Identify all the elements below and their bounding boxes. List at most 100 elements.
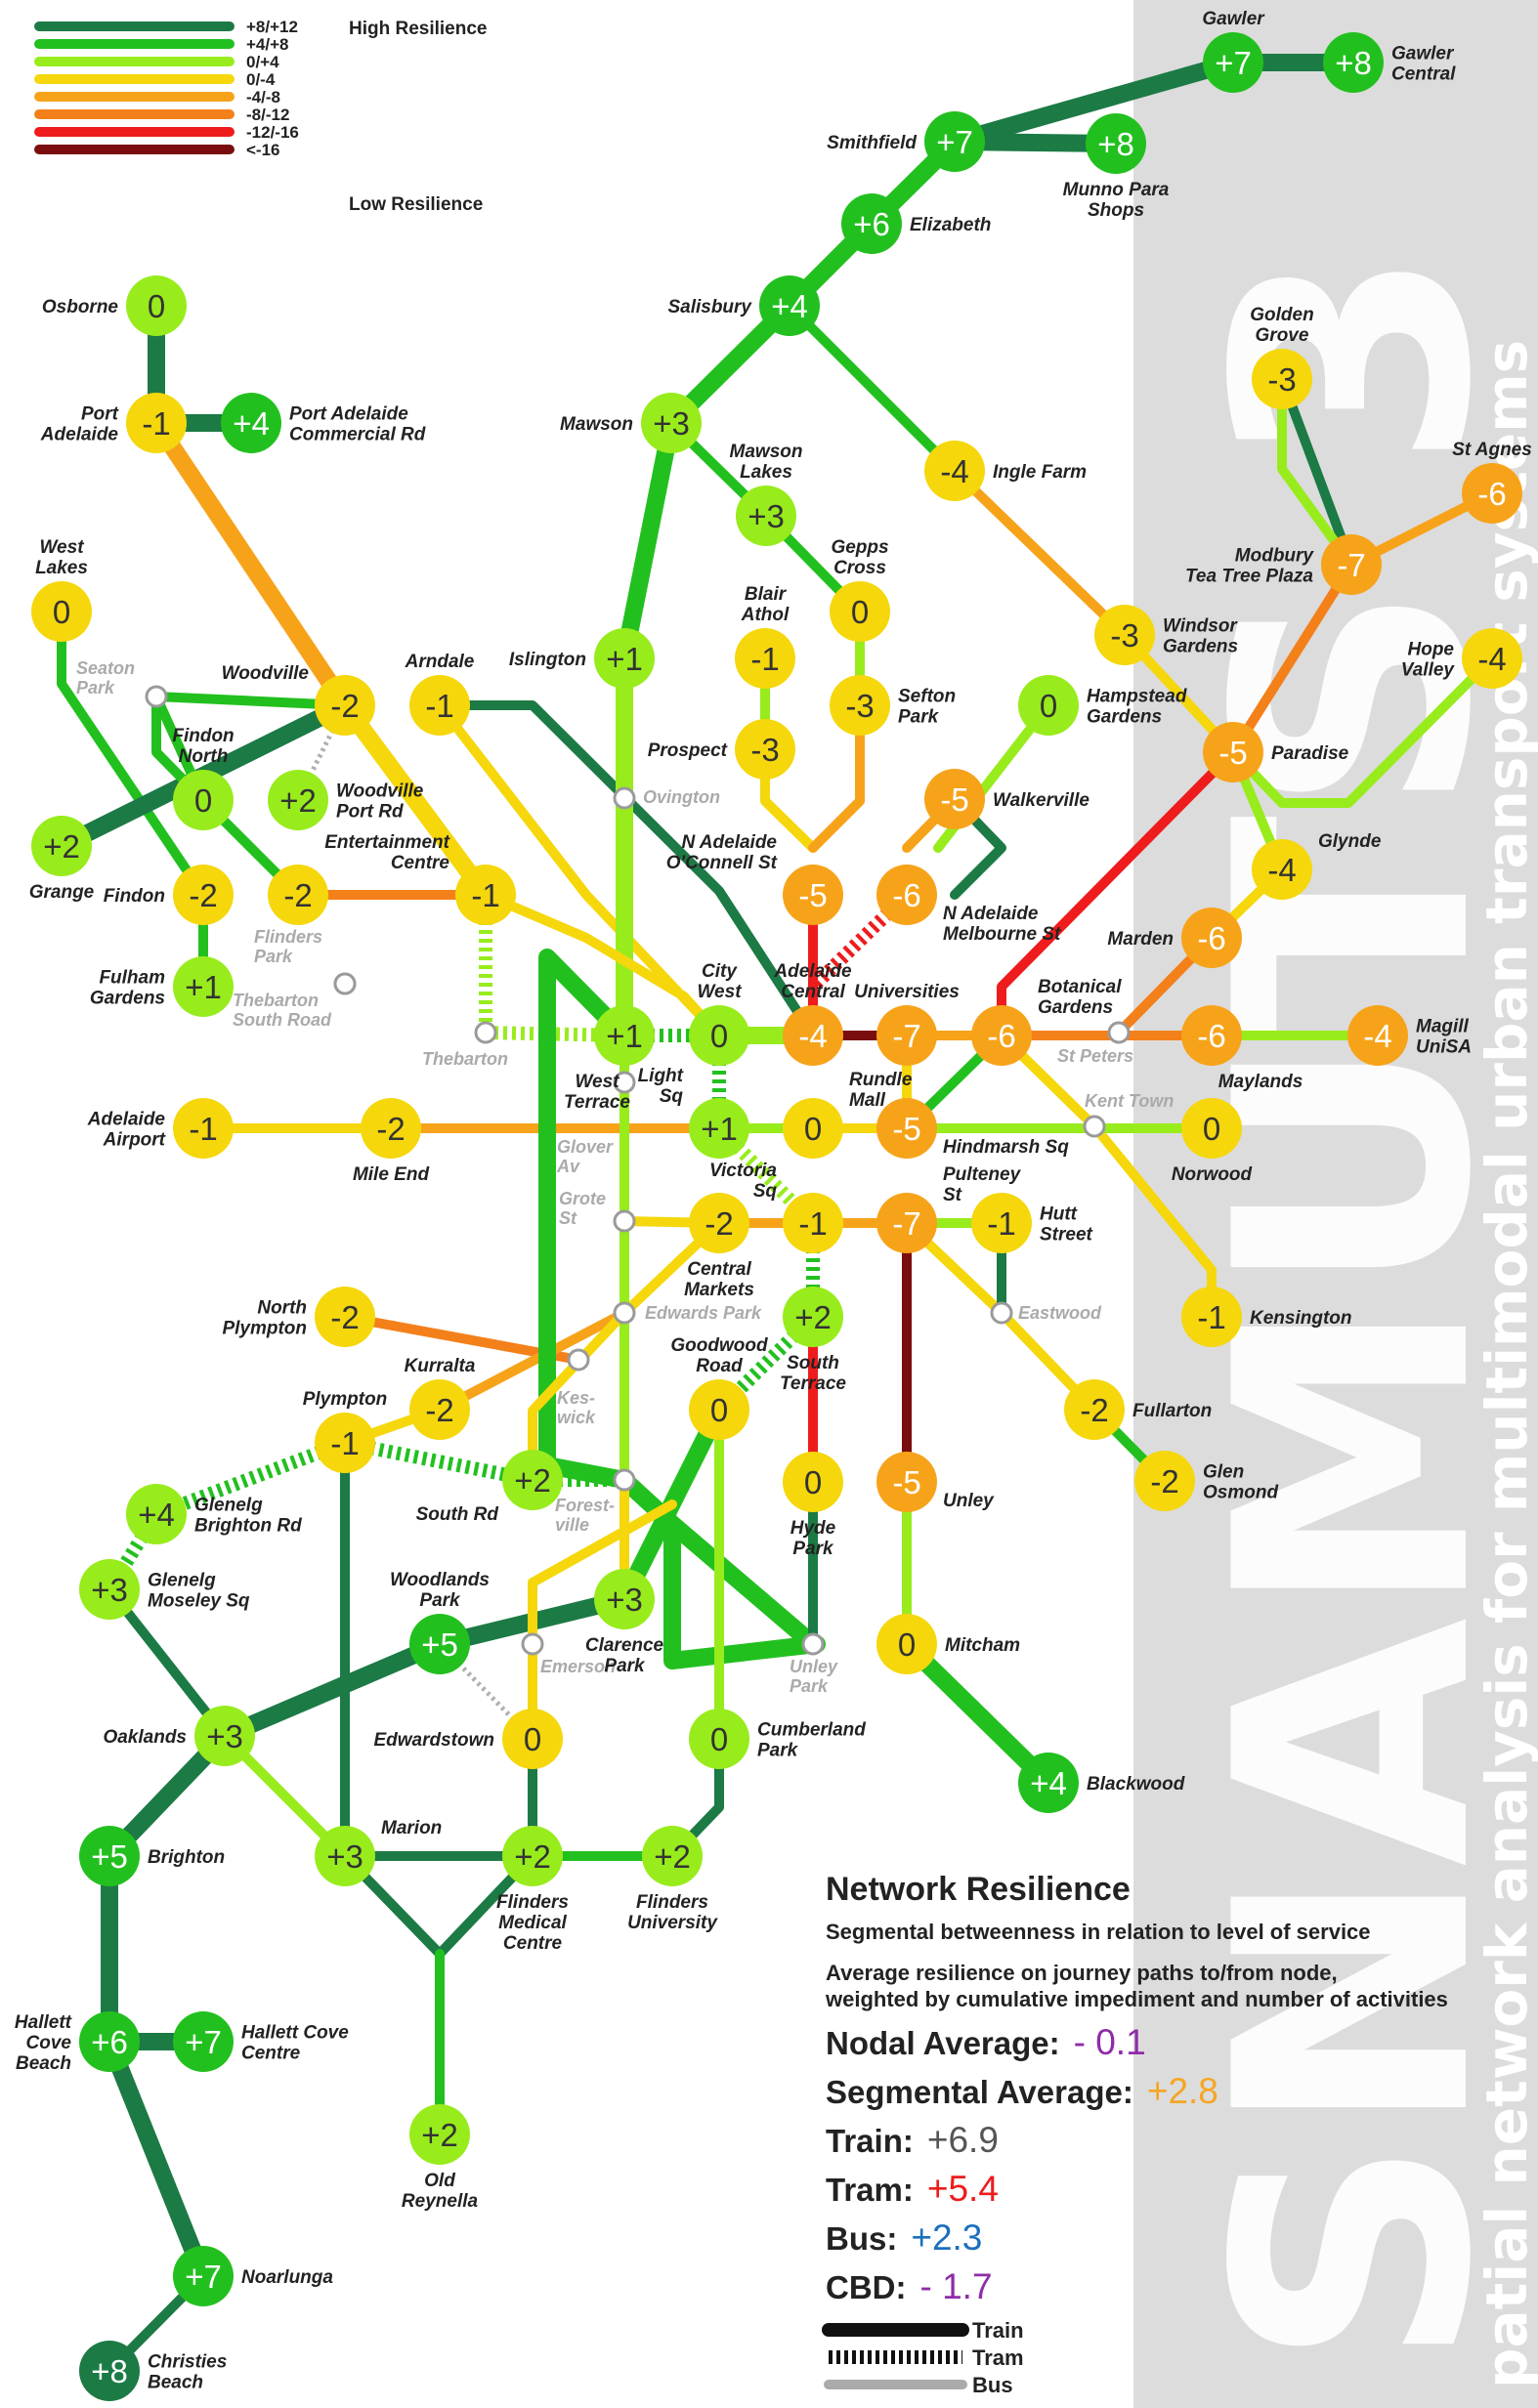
station-node-circle <box>502 1709 563 1769</box>
stat-row: Train:+6.9 <box>826 2120 999 2160</box>
station-label: Valley <box>1401 660 1456 681</box>
station-st-agnes[interactable]: -6St Agnes <box>1452 440 1532 524</box>
station-label: Findon <box>172 726 234 746</box>
station-node-circle <box>1203 32 1263 93</box>
station-label: Plympton <box>303 1389 388 1410</box>
station-node-circle <box>594 628 655 689</box>
station-node-circle <box>268 770 328 830</box>
minor-stop-label: Edwards Park <box>645 1303 762 1323</box>
station-label: Modbury <box>1235 546 1315 567</box>
station-label: Munno Para <box>1063 180 1170 200</box>
station-resilience-value: +2 <box>514 1462 551 1499</box>
station-findon-mid[interactable]: -2 <box>268 865 328 925</box>
station-label: Lakes <box>35 558 88 578</box>
minor-stop-seaton-park <box>145 685 168 708</box>
